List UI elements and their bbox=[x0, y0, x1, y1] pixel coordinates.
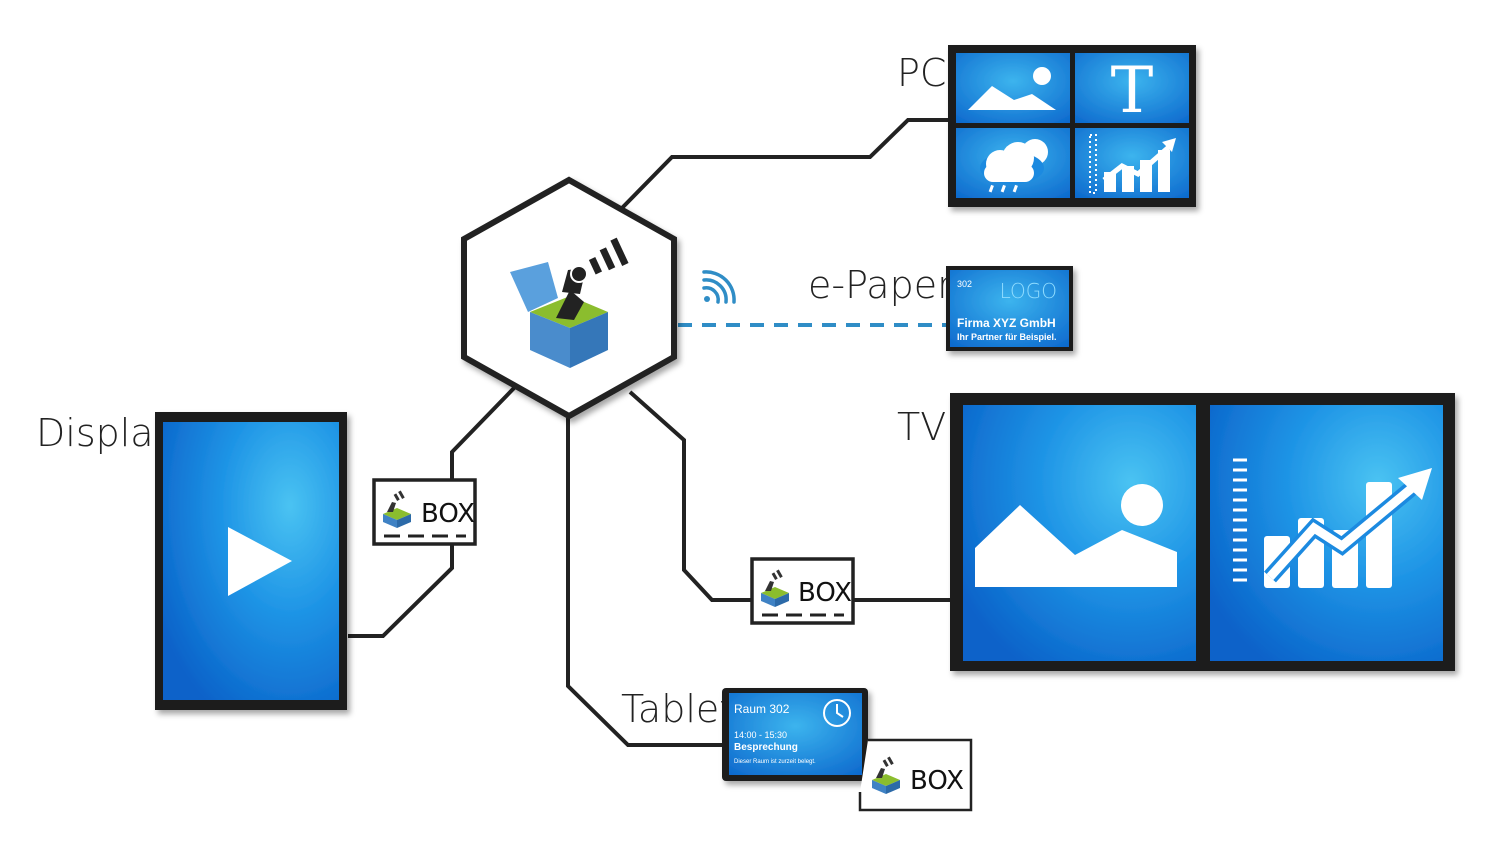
connection-lines bbox=[348, 118, 954, 747]
hub-box-logo-icon bbox=[510, 237, 629, 368]
epaper-screen[interactable] bbox=[946, 266, 1073, 351]
epaper-room: 302 bbox=[957, 279, 972, 289]
growth-chart-icon bbox=[1089, 134, 1176, 194]
tablet-room: Raum 302 bbox=[734, 702, 790, 716]
label-pc: PC bbox=[897, 51, 946, 95]
tablet-event: Besprechung bbox=[734, 742, 798, 753]
wifi-icon bbox=[702, 270, 736, 304]
play-icon bbox=[228, 527, 292, 596]
line-display-box-to-display bbox=[348, 543, 454, 638]
text-t-icon: T bbox=[1111, 54, 1154, 128]
line-hub-to-tv-box bbox=[628, 390, 754, 602]
label-tablet: Tablet bbox=[621, 687, 734, 731]
label-tv: TV bbox=[897, 405, 946, 449]
box-label: BOX bbox=[798, 578, 852, 608]
epaper-logo: LOGO bbox=[1000, 279, 1057, 303]
clock-icon bbox=[823, 699, 851, 727]
box-adapter-tv[interactable]: BOX bbox=[750, 557, 855, 625]
epaper-company: Firma XYZ GmbH bbox=[957, 316, 1056, 330]
box-adapter-display[interactable]: BOX bbox=[372, 478, 477, 546]
tablet-time: 14:00 - 15:30 bbox=[734, 730, 787, 740]
tablet-screen[interactable] bbox=[722, 688, 868, 781]
weather-cloud-icon bbox=[980, 139, 1048, 193]
line-hub-to-display-box bbox=[450, 384, 518, 483]
box-label: BOX bbox=[910, 766, 964, 796]
label-display: Display bbox=[36, 411, 176, 455]
line-hub-to-tablet bbox=[566, 418, 724, 747]
box-adapter-tablet[interactable]: BOX bbox=[858, 738, 973, 812]
epaper-slogan: Ihr Partner für Beispiel. bbox=[957, 332, 1057, 342]
landscape-icon bbox=[968, 67, 1056, 110]
label-epaper: e-Paper bbox=[808, 263, 953, 307]
hub-hexagon[interactable] bbox=[461, 176, 677, 420]
landscape-icon bbox=[975, 484, 1177, 587]
line-hub-to-pc bbox=[620, 118, 952, 210]
tablet-note: Dieser Raum ist zurzeit belegt. bbox=[734, 759, 816, 765]
pc-tile-text bbox=[1075, 53, 1189, 123]
pc-tile-image bbox=[956, 53, 1070, 123]
growth-chart-icon bbox=[1233, 458, 1432, 588]
box-label: BOX bbox=[421, 499, 475, 529]
